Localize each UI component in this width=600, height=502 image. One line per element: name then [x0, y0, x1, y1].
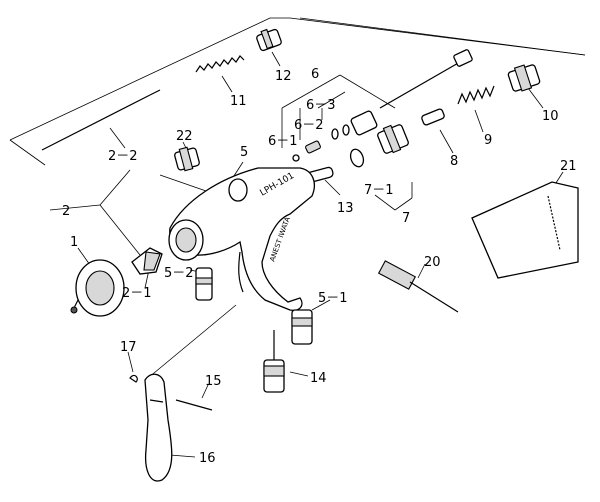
air-adjusting-valve-part	[349, 124, 409, 168]
fluid-adjusting-knob-part	[256, 28, 282, 52]
fluid-needle-part	[41, 89, 161, 151]
label-16: 16	[199, 451, 216, 466]
label-6: 6	[311, 67, 319, 82]
trigger-stud-part	[175, 399, 213, 411]
air-joint-part	[263, 330, 285, 393]
label-1: 1	[70, 235, 78, 250]
label-2-1: 2－1	[122, 286, 152, 301]
gun-body-part: LPH-101 ANEST IWATA	[168, 167, 315, 311]
manual-card-part	[471, 181, 579, 279]
label-7: 7	[402, 211, 410, 226]
label-9: 9	[484, 133, 492, 148]
label-12: 12	[275, 69, 292, 84]
air-valve-rod-part	[379, 49, 473, 109]
label-22: 22	[176, 129, 193, 144]
label-6-3: 6－3	[306, 98, 336, 113]
leader-lines	[9, 17, 586, 458]
clip-part	[129, 374, 138, 383]
label-20: 20	[424, 255, 441, 270]
label-2-2: 2－2	[108, 149, 138, 164]
fluid-inlet-fitting-part	[195, 267, 213, 301]
label-6-2: 6－2	[294, 118, 324, 133]
cleaning-brush-part	[377, 260, 459, 313]
label-15: 15	[205, 374, 222, 389]
label-2: 2	[62, 204, 70, 219]
label-5: 5	[240, 145, 248, 160]
air-valve-part	[421, 108, 445, 126]
label-11: 11	[230, 94, 247, 109]
label-8: 8	[450, 154, 458, 169]
nipple-part	[174, 146, 200, 172]
fluid-nozzle-part	[131, 247, 163, 275]
air-inlet-fitting-part	[291, 309, 313, 345]
label-6-1: 6－1	[268, 134, 298, 149]
label-13: 13	[337, 201, 354, 216]
label-21: 21	[560, 159, 577, 174]
label-14: 14	[310, 371, 327, 386]
needle-spring-part	[195, 55, 245, 73]
label-7-1: 7－1	[364, 183, 394, 198]
air-valve-spring-part	[457, 85, 495, 105]
label-5-1: 5－1	[318, 291, 348, 306]
air-valve-body-part	[507, 64, 541, 92]
label-10: 10	[542, 109, 559, 124]
packing-parts	[292, 110, 378, 162]
label-17: 17	[120, 340, 137, 355]
label-5-2: 5－2	[164, 266, 194, 281]
paint-cup-part	[70, 259, 125, 317]
part-labels: 1 2 2－1 2－2 5 5－1 5－2 6 6－1 6－2 6－3 7 7－…	[62, 67, 577, 466]
trigger-part	[144, 373, 173, 482]
